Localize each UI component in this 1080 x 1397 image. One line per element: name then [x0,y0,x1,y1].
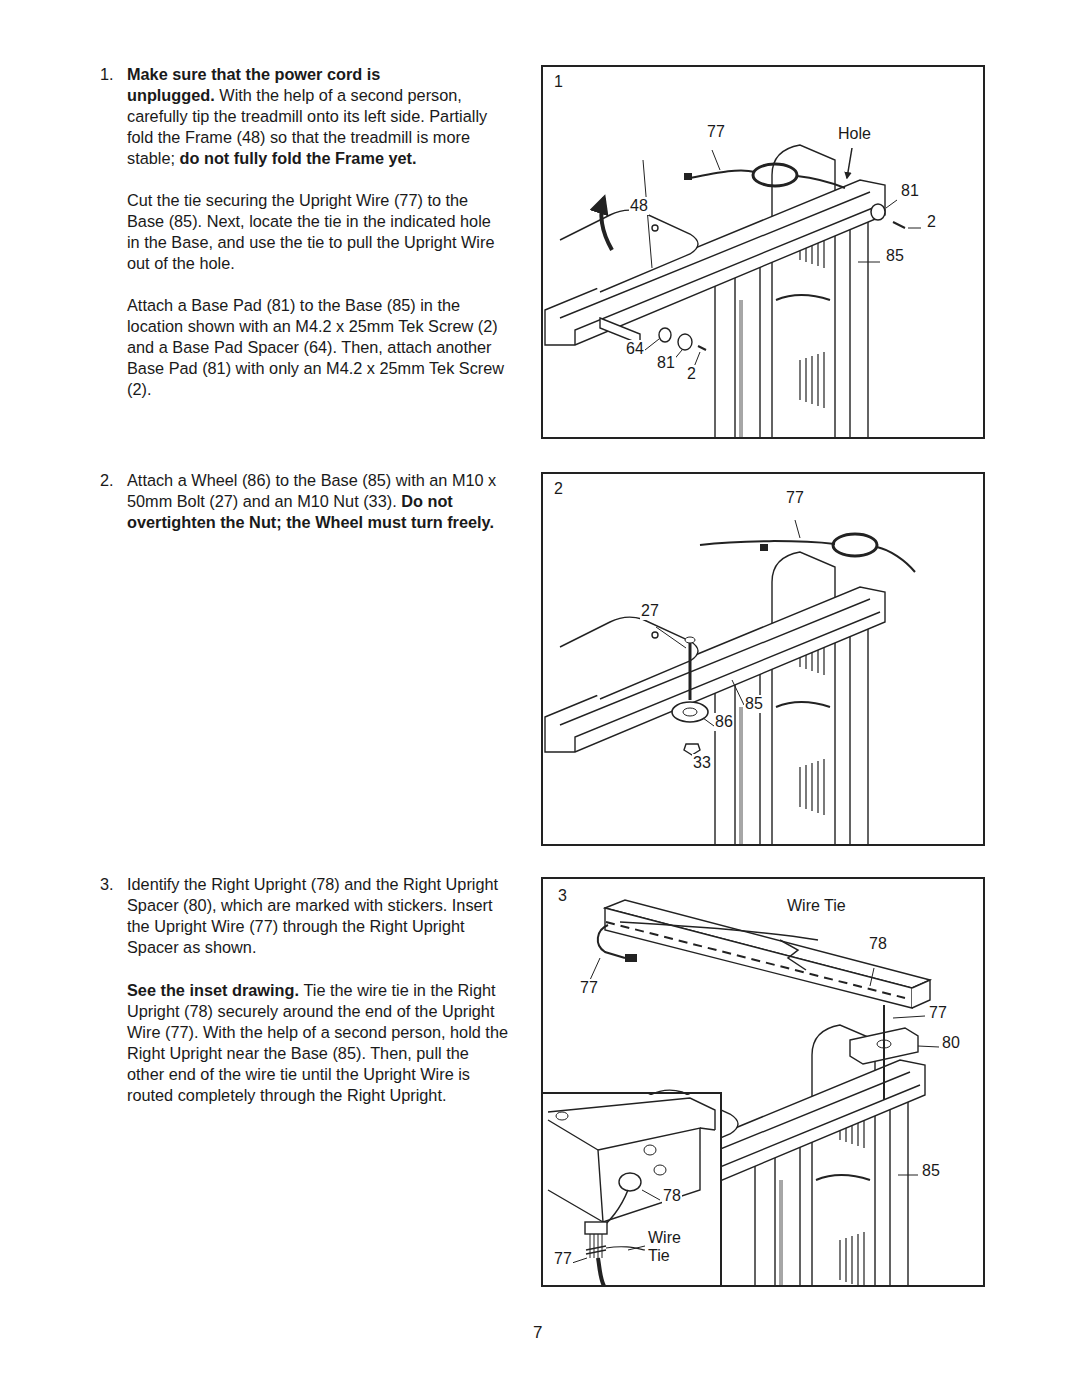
illustration-line [654,1165,666,1175]
warning-text: do not fully fold the Frame yet. [180,149,417,167]
illustration-line [644,1145,656,1155]
instruction-step: 2.Attach a Wheel (86) to the Base (85) w… [100,470,508,533]
illustration-line [678,334,692,350]
callout-number: 77 [553,1250,573,1268]
callout-number: 48 [629,197,649,215]
callout-number: 81 [900,182,920,200]
callout-number: 78 [868,935,888,953]
callout-number: 33 [692,754,712,772]
page-number: 7 [533,1323,542,1343]
step2-illustration [545,520,915,844]
illustration-line [643,150,921,372]
illustration-line [780,940,806,970]
step-number: 2. [100,470,114,491]
illustration-line [548,1120,715,1222]
step1-illustration [545,145,921,437]
figure-frame: 2 77 27 85 86 33 [541,472,985,846]
instruction-step: 3. Identify the Right Upright (78) and th… [100,874,508,958]
illustration-line [871,204,885,220]
illustration-line [545,552,885,844]
callout-number: Hole [837,125,872,143]
illustration-line [619,1173,641,1191]
callout-number: Wire Tie [647,1229,693,1265]
illustration-line [659,328,671,342]
illustration-line [877,547,915,572]
illustration-line [672,702,708,722]
illustration-line [625,954,637,962]
illustration-line [683,708,697,716]
instruction-text: Tie the wire tie in the Right Upright (7… [127,981,508,1104]
illustration-line [620,922,818,940]
illustration-line [847,148,852,178]
illustration-line [605,908,912,1008]
callout-number: 85 [921,1162,941,1180]
figure-frame: 1 77 Hole 48 81 2 85 64 81 2 [541,65,985,439]
illustration-line [598,1128,700,1222]
illustration-line [590,1234,602,1258]
illustration-line [698,346,706,350]
callout-number: 2 [926,213,937,231]
callout-number: 77 [928,1004,948,1022]
callout-number: 85 [744,695,764,713]
illustration-line [797,176,845,188]
step-number: 1 [553,73,564,91]
figure-frame: 78Wire Tie773Wire Tie7877778085 [541,877,985,1287]
callout-number: 77 [579,979,599,997]
illustration-line [684,173,692,180]
illustration-line [833,534,877,556]
illustration-line [586,1246,606,1254]
illustration-line [585,1222,607,1234]
callout-number: 80 [941,1034,961,1052]
step-number: 1. [100,64,114,85]
callout-number: 86 [714,713,734,731]
step-number: 2 [553,480,564,498]
callout-number: 64 [625,340,645,358]
instruction-text: Attach a Base Pad (81) to the Base (85) … [127,296,504,398]
illustration-line [598,925,625,958]
callout-number: 85 [885,247,905,265]
illustration-line [753,164,797,186]
callout-number: 2 [686,365,697,383]
illustration-line [656,520,800,726]
illustration-line [548,1098,715,1130]
callout-number: 77 [706,123,726,141]
callout-number: 81 [656,354,676,372]
illustration-line [556,1112,568,1120]
instruction-step: See the inset drawing.Tie the wire tie i… [100,980,508,1106]
illustration-line [606,922,905,998]
instruction-step: Attach a Base Pad (81) to the Base (85) … [100,295,508,400]
instruction-text: Identify the Right Upright (78) and the … [127,875,498,956]
instruction-step: Cut the tie securing the Upright Wire (7… [100,190,508,274]
instruction-text: Cut the tie securing the Upright Wire (7… [127,191,494,272]
callout-number: Wire Tie [786,897,847,915]
warning-text: See the inset drawing. [127,981,299,999]
illustration-line [601,198,612,250]
step-number: 3 [557,887,568,905]
illustration-line [893,222,905,228]
inset-frame: 78Wire Tie 77 [541,1092,722,1287]
illustration-line [690,170,755,178]
instruction-step: 1.Make sure that the power cord is unplu… [100,64,508,169]
illustration-line [883,1005,885,1100]
illustration-line [545,145,885,437]
illustration-line [605,900,930,988]
callout-number: 27 [640,602,660,620]
step-number: 3. [100,874,114,895]
illustration-line [760,544,768,551]
illustration-line [543,1095,720,1285]
illustration-line [685,637,695,643]
illustration-line [689,640,692,700]
callout-number: 77 [785,489,805,507]
callout-number: 78 [662,1187,682,1205]
illustration-line [598,1258,604,1285]
